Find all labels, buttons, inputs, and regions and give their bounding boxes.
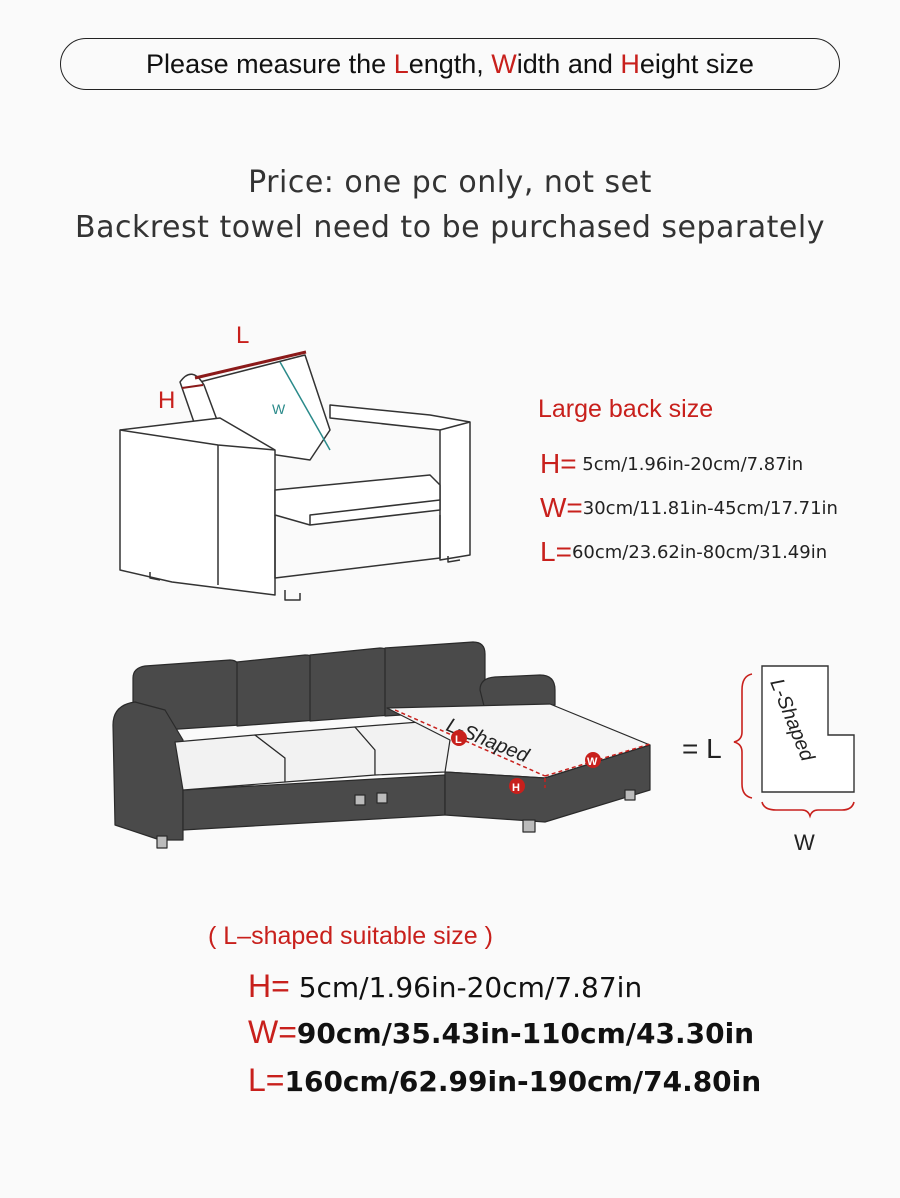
l-shaped-size-h: H= 5cm/1.96in-20cm/7.87in <box>248 968 643 1004</box>
price-note: Price: one pc only, not set <box>248 165 652 200</box>
marker-w-circle <box>585 752 601 768</box>
width-initial: W <box>491 48 517 79</box>
marker-l: L <box>455 734 462 746</box>
length-initial: L <box>393 48 409 79</box>
l-shaped-size-l: L=160cm/62.99in-190cm/74.80in <box>248 1062 762 1098</box>
armchair-label-h: H <box>158 387 175 414</box>
l-shaped-size-title: ( L–shaped suitable size ) <box>208 922 493 950</box>
height-initial: H <box>620 48 640 79</box>
shape-w-label: W <box>794 830 815 855</box>
marker-h: H <box>512 782 520 794</box>
banner-text: Please measure the Length, Width and Hei… <box>146 48 754 79</box>
back-size-l: L=60cm/23.62in-80cm/31.49in <box>540 536 828 567</box>
l-shape-outline: = L L-Shaped W <box>682 665 855 855</box>
l-shaped-size-w: W=90cm/35.43in-110cm/43.30in <box>248 1014 755 1050</box>
l-shaped-sofa-illustration: L-Shaped L W H <box>112 641 651 849</box>
back-size-w: W=30cm/11.81in-45cm/17.71in <box>540 492 838 523</box>
equals-l-label: = L <box>682 733 722 764</box>
armchair-label-l: L <box>236 322 249 349</box>
armchair-illustration: L H W <box>119 322 471 601</box>
marker-w: W <box>587 756 598 768</box>
purchase-note: Backrest towel need to be purchased sepa… <box>75 210 825 245</box>
back-size-title: Large back size <box>538 395 714 423</box>
back-size-h: H= 5cm/1.96in-20cm/7.87in <box>540 448 804 479</box>
marker-h-circle <box>509 778 525 794</box>
instruction-banner: Please measure the Length, Width and Hei… <box>60 38 840 90</box>
marker-l-circle <box>451 730 467 746</box>
armchair-label-w: W <box>272 401 286 417</box>
